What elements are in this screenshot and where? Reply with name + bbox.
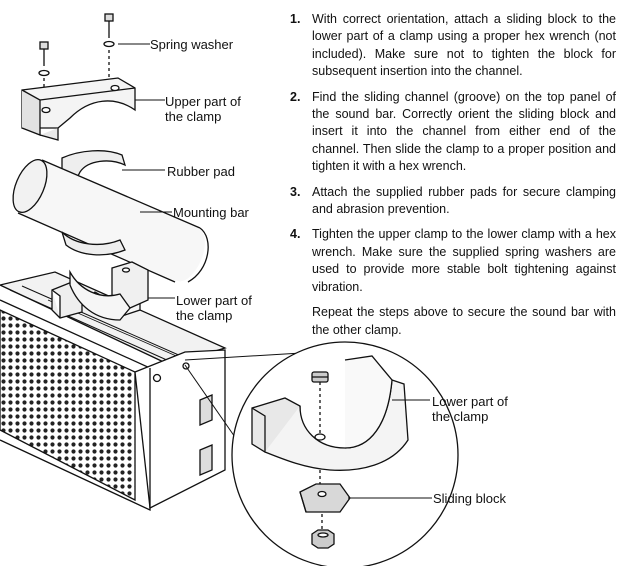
repeat-note: Repeat the steps above to secure the sou… [312, 305, 616, 337]
label-rubber-pad: Rubber pad [167, 164, 235, 179]
step-number: 3. [290, 184, 301, 199]
step-number: 1. [290, 12, 301, 26]
detail-magnifier [231, 341, 459, 566]
step-text: Tighten the upper clamp to the lower cla… [312, 227, 616, 294]
step-text: Attach the supplied rubber pads for secu… [312, 184, 616, 217]
step-number: 4. [290, 227, 301, 242]
step-3: 3. Attach the supplied rubber pads for s… [290, 184, 616, 219]
label-spring-washer: Spring washer [150, 37, 234, 52]
step-text: With correct orientation, attach a slidi… [312, 12, 616, 79]
step-text: Find the sliding channel (groove) on the… [312, 89, 616, 174]
step-4: 4. Tighten the upper clamp to the lower … [290, 226, 616, 296]
label-upper-clamp-line2: the clamp [165, 109, 222, 124]
rubber-pad-top [61, 150, 127, 194]
label-mounting-bar: Mounting bar [173, 205, 249, 220]
upper-clamp [21, 77, 136, 141]
rubber-pad-bottom [61, 231, 126, 256]
label-sliding-block: Sliding block [433, 491, 506, 506]
label-detail-lower-clamp-line1: Lower part of [432, 394, 508, 409]
label-detail-lower-clamp-line2: the clamp [432, 409, 489, 424]
label-lower-clamp-line1: Lower part of [176, 293, 252, 308]
step-number: 2. [290, 89, 301, 104]
lower-clamp [69, 261, 149, 321]
instruction-list: 1. With correct orientation, attach a sl… [290, 11, 616, 339]
step-2: 2. Find the sliding channel (groove) on … [290, 89, 616, 176]
leader-lines-left [118, 43, 175, 299]
step-1: 1. With correct orientation, attach a sl… [290, 11, 616, 81]
mounting-bar [12, 159, 209, 283]
label-lower-clamp-line2: the clamp [176, 308, 233, 323]
label-upper-clamp-line1: Upper part of [165, 94, 241, 109]
